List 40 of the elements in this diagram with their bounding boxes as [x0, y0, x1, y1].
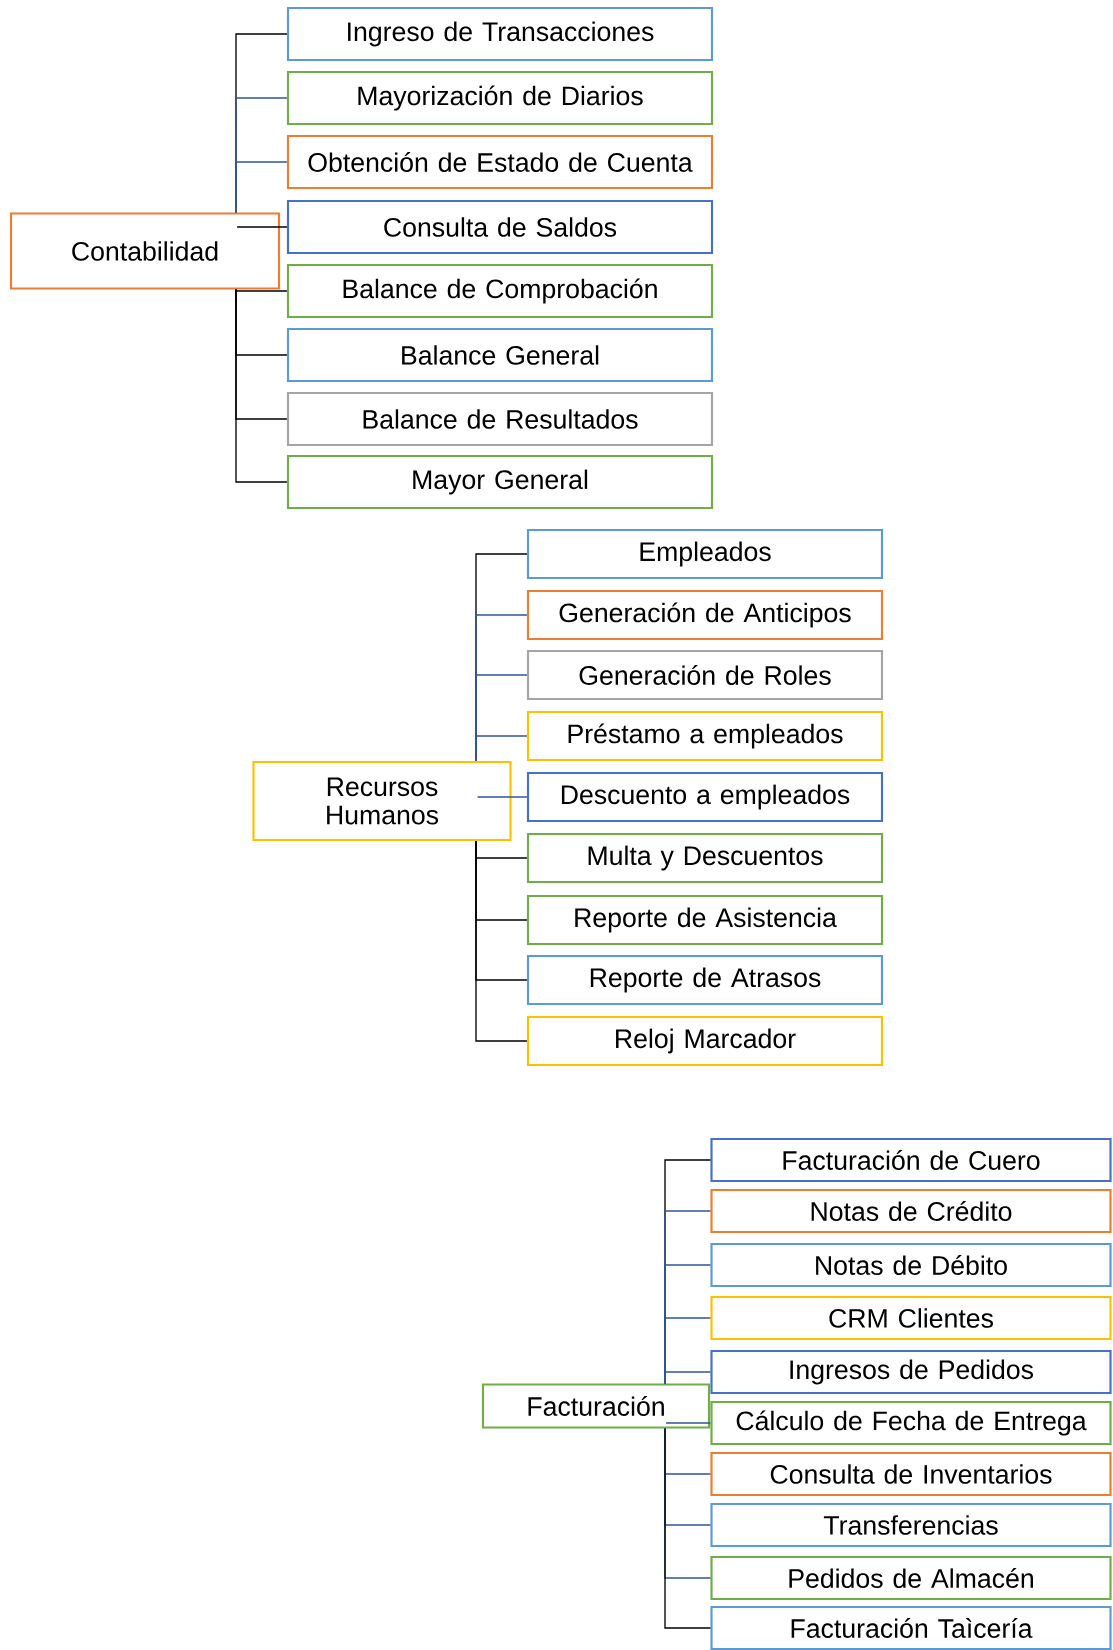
connector-line — [235, 161, 288, 214]
connector-line — [476, 796, 528, 798]
connector-line — [235, 288, 288, 483]
module-box: Descuento a empleados — [526, 771, 884, 823]
module-box: Reloj Marcador — [526, 1015, 884, 1067]
module-box: Préstamo a empleados — [526, 710, 884, 762]
module-box: Mayor General — [286, 454, 714, 510]
module-box: Generación de Roles — [526, 649, 884, 701]
module-box: Notas de Débito — [710, 1242, 1112, 1288]
module-box: Notas de Crédito — [710, 1188, 1112, 1234]
module-box: Cálculo de Fecha de Entrega — [710, 1400, 1112, 1446]
connector-line — [665, 1422, 712, 1424]
module-box: Balance de Resultados — [286, 391, 714, 447]
connector-line — [236, 226, 288, 228]
connector-line — [475, 840, 528, 1042]
category-box: Recursos Humanos — [252, 760, 512, 842]
connector-line — [235, 288, 288, 292]
module-box: Consulta de Inventarios — [710, 1451, 1112, 1497]
module-box: Ingresos de Pedidos — [710, 1349, 1112, 1395]
module-box: Reporte de Asistencia — [526, 894, 884, 946]
module-box: CRM Clientes — [710, 1295, 1112, 1341]
connector-line — [475, 735, 528, 762]
module-box: Reporte de Atrasos — [526, 954, 884, 1006]
module-box: Facturación Taìcería — [710, 1605, 1112, 1650]
connector-line — [664, 1427, 712, 1629]
connector-line — [664, 1371, 712, 1385]
module-box: Pedidos de Almacén — [710, 1555, 1112, 1601]
module-box: Ingreso de Transacciones — [286, 6, 714, 62]
module-box: Consulta de Saldos — [286, 199, 714, 255]
module-box: Balance de Comprobación — [286, 263, 714, 319]
module-box: Facturación de Cuero — [710, 1137, 1112, 1183]
module-box: Balance General — [286, 327, 714, 383]
module-box: Obtención de Estado de Cuenta — [286, 134, 714, 190]
category-box: Contabilidad — [9, 212, 281, 290]
category-box: Facturación — [481, 1383, 711, 1429]
module-box: Empleados — [526, 528, 884, 580]
module-box: Multa y Descuentos — [526, 832, 884, 884]
module-box: Transferencias — [710, 1502, 1112, 1548]
module-box: Generación de Anticipos — [526, 589, 884, 641]
module-box: Mayorización de Diarios — [286, 70, 714, 126]
